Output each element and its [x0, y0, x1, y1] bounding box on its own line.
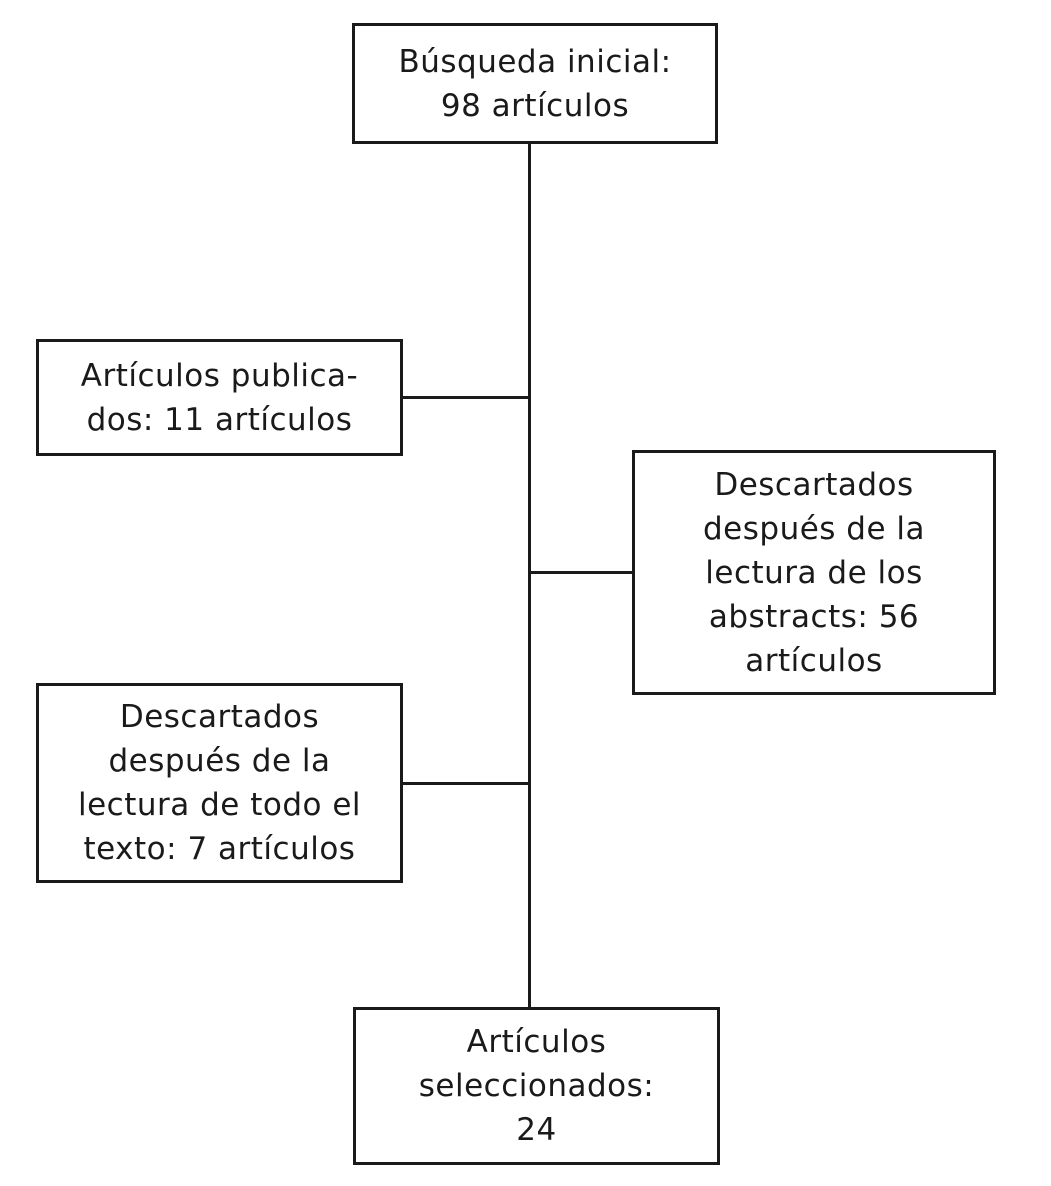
- flow-box-discarded-abstracts: Descartados después de la lectura de los…: [632, 450, 996, 695]
- connector-discarded-abstracts-line: [531, 571, 632, 574]
- flow-box-initial-search: Búsqueda inicial: 98 artículos: [352, 23, 718, 144]
- flow-box-discarded-full-text: Descartados después de la lectura de tod…: [36, 683, 403, 883]
- connector-published-articles-line: [403, 396, 529, 399]
- flow-box-published-articles-label: Artículos publica- dos: 11 artículos: [80, 357, 359, 438]
- flow-box-selected-articles-label: Artículos seleccionados: 24: [418, 1024, 655, 1148]
- connector-discarded-full-text-line: [403, 782, 529, 785]
- flow-box-discarded-abstracts-label: Descartados después de la lectura de los…: [702, 466, 926, 679]
- flow-box-initial-search-label: Búsqueda inicial: 98 artículos: [398, 43, 672, 124]
- flow-box-selected-articles: Artículos seleccionados: 24: [353, 1007, 720, 1165]
- flow-box-discarded-full-text-label: Descartados después de la lectura de tod…: [77, 699, 362, 867]
- flow-box-published-articles: Artículos publica- dos: 11 artículos: [36, 339, 403, 456]
- connector-main-vertical-line: [528, 143, 531, 1008]
